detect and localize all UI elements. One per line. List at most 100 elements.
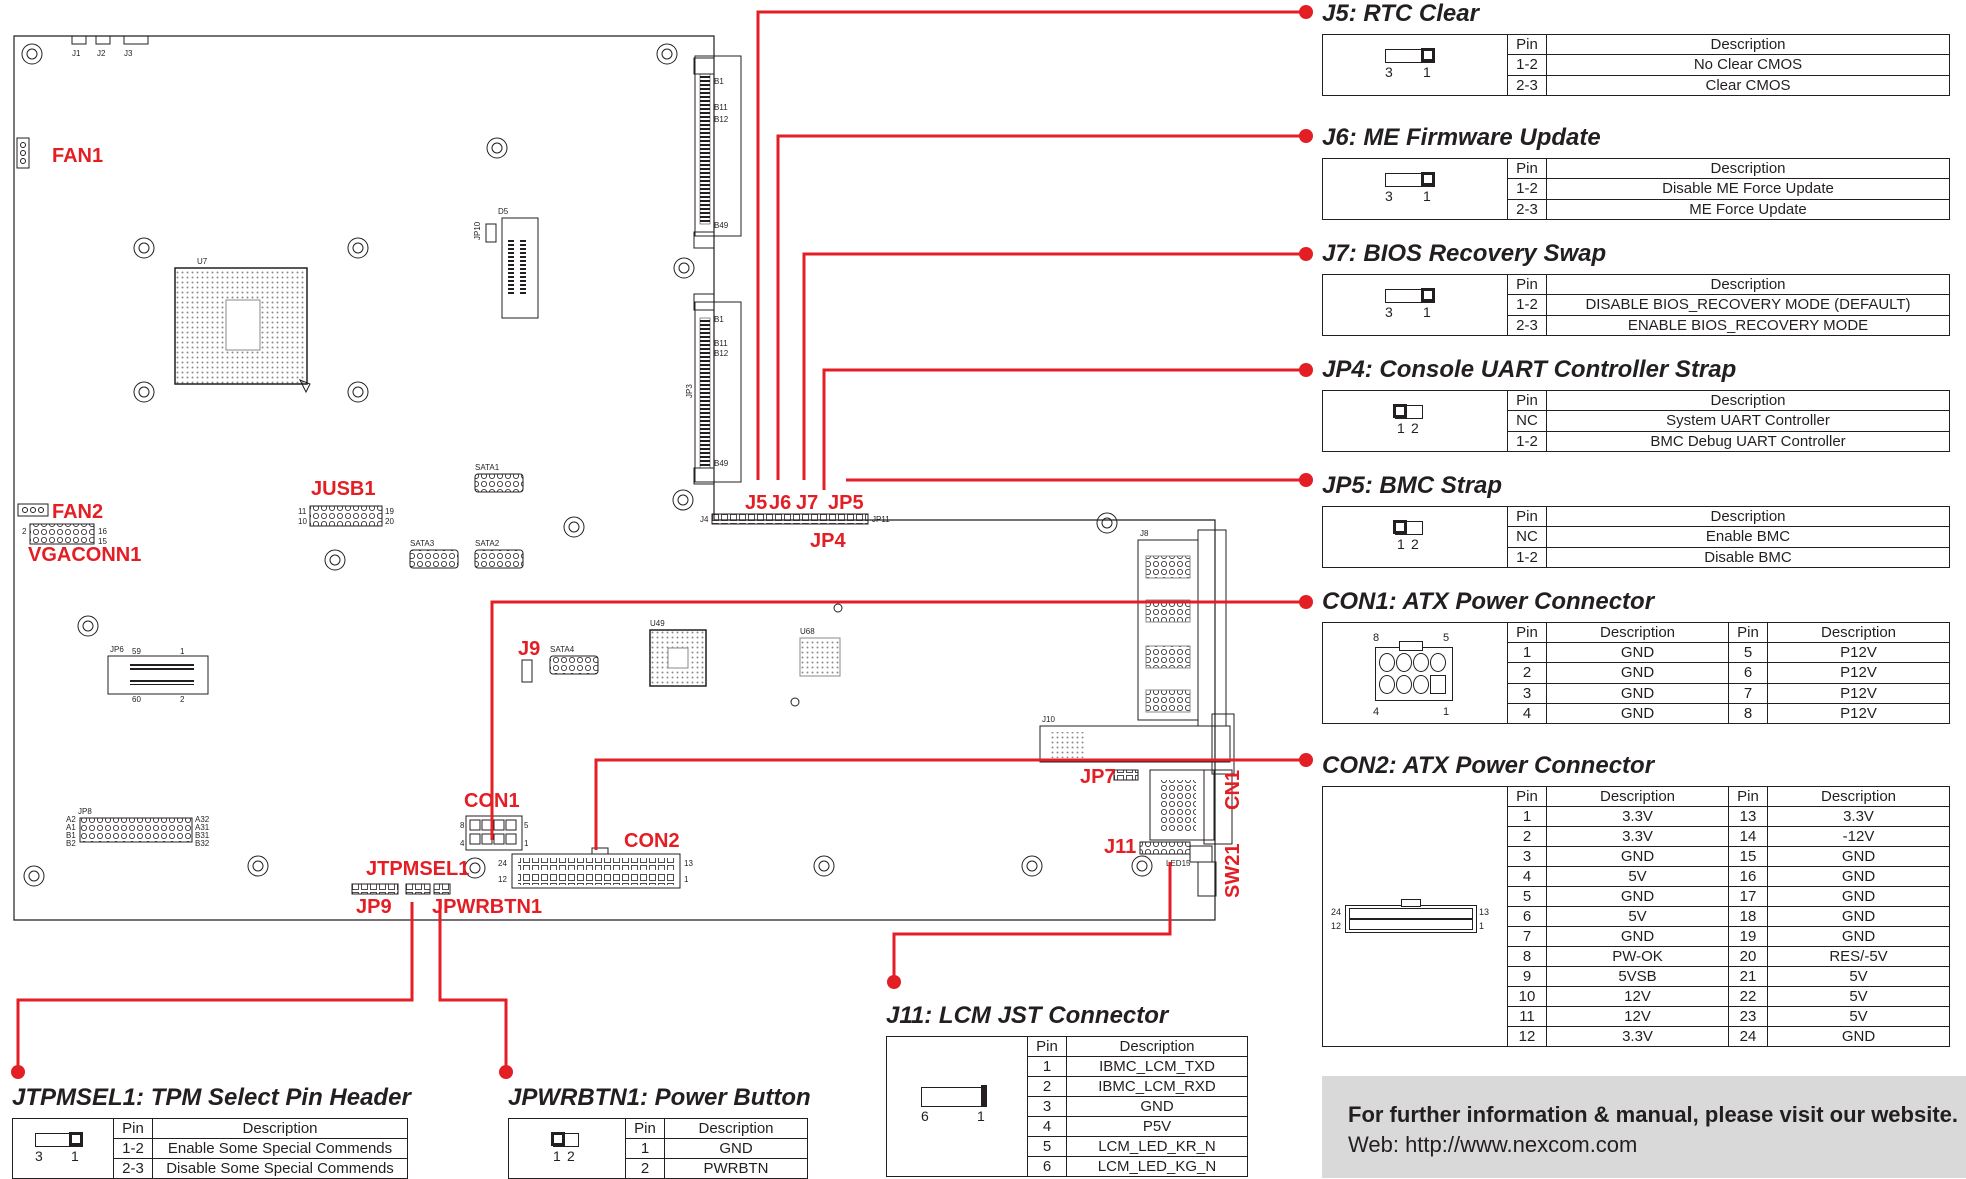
silk-4-con1: 4: [460, 839, 465, 848]
pin-label-1: 1: [1443, 706, 1450, 718]
table-cell: P12V: [1767, 702, 1950, 725]
silk-jp10: JP10: [473, 221, 482, 240]
table-cell: 16: [1728, 866, 1768, 887]
hdr-desc: Description: [1546, 33, 1950, 56]
leader-lines: [16, 10, 1306, 1068]
table-cell: PW-OK: [1546, 946, 1729, 967]
table-cell: 2-3: [1507, 314, 1547, 337]
silk-b49: B49: [714, 221, 729, 230]
table-cell: IBMC_LCM_TXD: [1066, 1056, 1248, 1077]
table-cell: GND: [1767, 926, 1950, 947]
table-cell: 4: [1027, 1116, 1067, 1137]
pin-label-13: 13: [1479, 907, 1490, 917]
table-cell: 3: [1507, 682, 1547, 704]
table-cell: 1-2: [1507, 178, 1547, 200]
label-j7: J7: [796, 492, 819, 514]
silk-b11: B11: [714, 103, 728, 112]
label-jp4: JP4: [810, 530, 846, 552]
label-cn1: CN1: [1222, 769, 1244, 810]
table-cell: GND: [1767, 906, 1950, 927]
label-j6: J6: [769, 492, 792, 514]
table-cell: 7: [1728, 682, 1768, 704]
hdr-pin: Pin: [1507, 273, 1547, 296]
silk-b32: B32: [195, 839, 210, 848]
table-cell: 1-2: [1507, 294, 1547, 316]
table-cell: NC: [1507, 526, 1547, 548]
table-cell: Pin: [1507, 786, 1547, 807]
table-cell: 8: [1728, 702, 1768, 725]
silk-j8: J8: [1140, 529, 1149, 538]
silk-j4: J4: [700, 515, 709, 524]
table-cell: Disable ME Force Update: [1546, 178, 1950, 200]
table-cell: 5V: [1767, 986, 1950, 1007]
table-cell: 5V: [1767, 966, 1950, 987]
hdr-pin: Pin: [1507, 33, 1547, 56]
pin-label-3: 3: [35, 1148, 43, 1164]
silk-b2: B2: [66, 839, 76, 848]
silk-a1: A1: [66, 823, 76, 832]
table-cell: 6: [1728, 662, 1768, 684]
table-cell: P12V: [1767, 662, 1950, 684]
silk-a31: A31: [195, 823, 210, 832]
table-cell: 1: [1507, 806, 1547, 827]
table-cell: GND: [1767, 846, 1950, 867]
silk-sata3: SATA3: [410, 539, 435, 548]
table-con1: 8 5 4 1 Pin Description Pin Description …: [1322, 621, 1950, 725]
table-cell: NC: [1507, 410, 1547, 432]
table-cell: 3: [1027, 1096, 1067, 1117]
silk-jp6: JP6: [110, 645, 124, 654]
table-cell: 9: [1507, 966, 1547, 987]
table-cell: Pin: [1027, 1036, 1067, 1057]
table-cell: P12V: [1767, 642, 1950, 664]
table-cell: Pin: [1507, 621, 1547, 644]
silk-sata1: SATA1: [475, 463, 500, 472]
table-cell: P12V: [1767, 682, 1950, 704]
table-cell: Enable BMC: [1546, 526, 1950, 548]
silk-1-con2: 1: [684, 875, 689, 884]
table-con2: 24 13 12 1 Pin Description Pin Descripti…: [1322, 786, 1950, 1047]
pin-label-5: 5: [1443, 632, 1450, 644]
silk-10: 10: [298, 517, 307, 526]
info-bold: For further information & manual, please…: [1348, 1102, 1958, 1127]
table-cell: Description: [1767, 621, 1950, 644]
hdr-pin: Pin: [1507, 505, 1547, 528]
table-cell: GND: [1767, 866, 1950, 887]
title-j6: J6: ME Firmware Update: [1322, 124, 1601, 151]
silk-j3: J3: [124, 49, 133, 58]
silk-11: 11: [298, 507, 307, 516]
pinout-con2: 24 13 12 1: [1322, 786, 1508, 1047]
label-j11: J11: [1104, 836, 1137, 858]
label-j5: J5: [745, 492, 768, 514]
silk-jp11: JP11: [872, 515, 890, 524]
pin-label-3: 3: [1385, 304, 1393, 320]
table-cell: Pin: [113, 1118, 153, 1139]
table-cell: 23: [1728, 1006, 1768, 1027]
table-cell: 3.3V: [1546, 826, 1729, 847]
label-con2: CON2: [624, 830, 680, 852]
silk-b11-2: B11: [714, 339, 728, 348]
table-cell: 2-3: [113, 1158, 153, 1179]
table-cell: 4: [1507, 702, 1547, 725]
table-cell: -12V: [1767, 826, 1950, 847]
table-cell: 5V: [1546, 906, 1729, 927]
silk-j2: J2: [97, 49, 106, 58]
